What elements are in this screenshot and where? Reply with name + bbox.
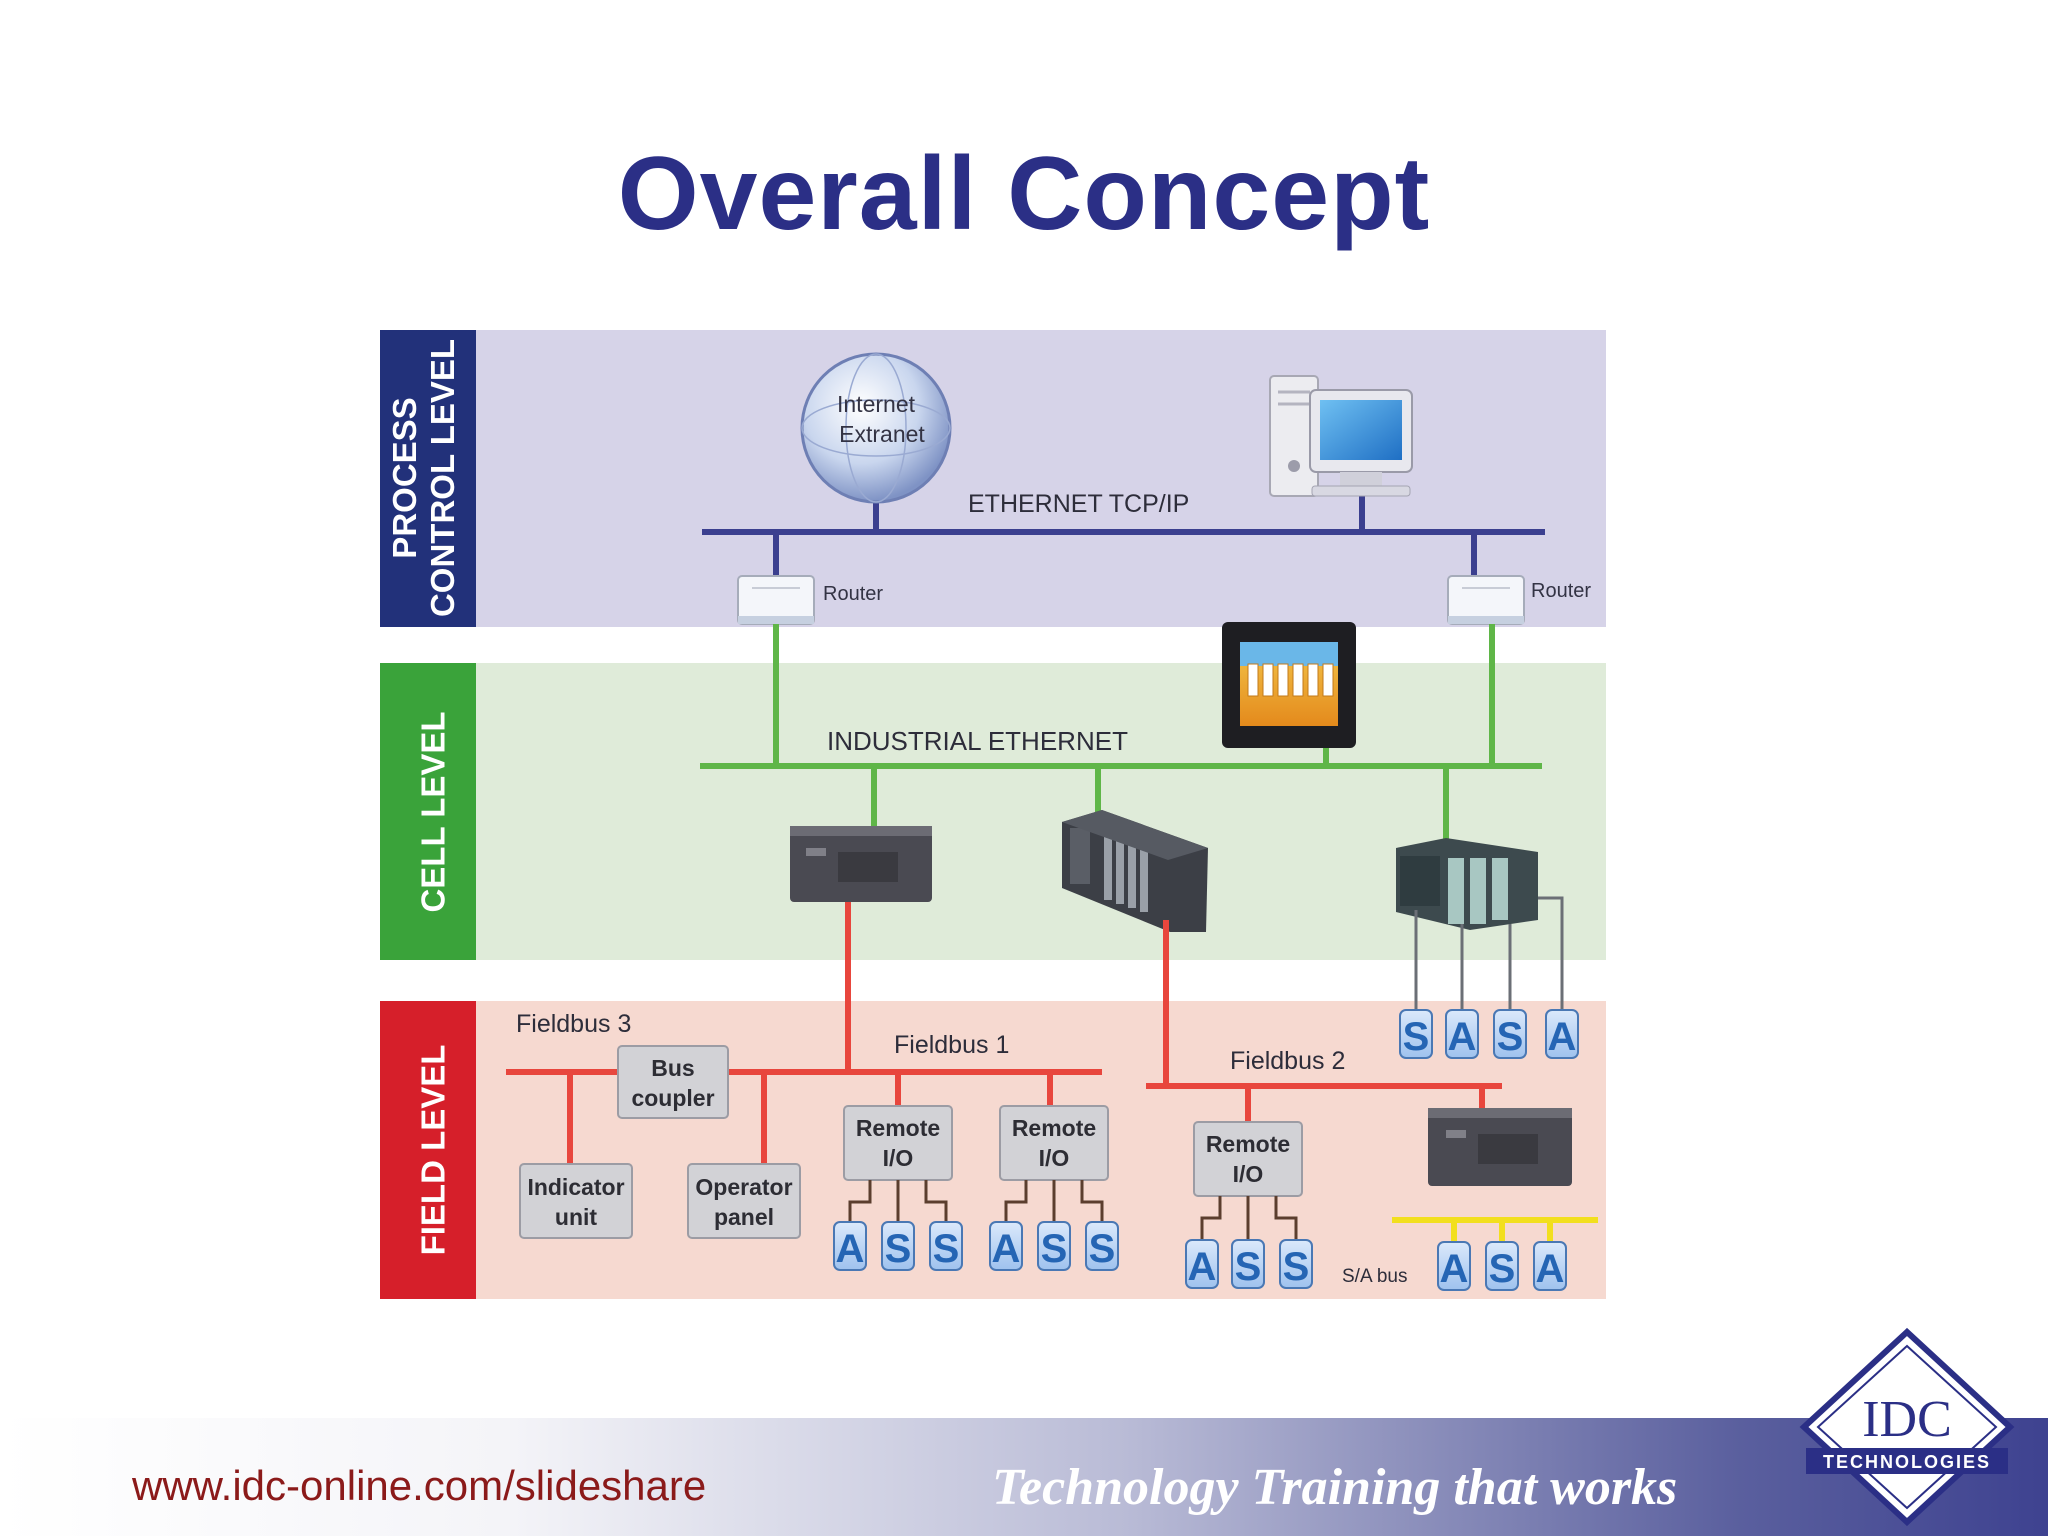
fieldbus-1-label: Fieldbus 1 (894, 1031, 1009, 1059)
actuator-tag: A (1533, 1241, 1567, 1291)
sensor-tag: S (929, 1221, 963, 1271)
svg-text:A: A (1536, 1247, 1565, 1291)
footer-url: www.idc-online.com/slideshare (132, 1462, 707, 1509)
fieldbus-3-label: Fieldbus 3 (516, 1010, 631, 1038)
process-level-label-1: PROCESS (386, 397, 423, 558)
svg-text:S: S (1403, 1015, 1430, 1059)
remote-io-box-1: Remote I/O (843, 1105, 953, 1181)
bus-coupler-box: Bus coupler (617, 1045, 729, 1119)
svg-text:coupler: coupler (631, 1085, 714, 1111)
sensor-tag: S (1085, 1221, 1119, 1271)
router-label-right: Router (1531, 580, 1591, 602)
router-icon (737, 575, 815, 625)
actuator-tag: A (833, 1221, 867, 1271)
plc-icon (790, 826, 932, 902)
svg-text:Operator: Operator (695, 1174, 792, 1200)
computer-icon (1269, 375, 1413, 497)
svg-text:S: S (1089, 1227, 1116, 1271)
svg-text:I/O: I/O (883, 1145, 914, 1171)
field-level-tab (380, 1001, 476, 1299)
remote-io-box-3: Remote I/O (1193, 1121, 1303, 1197)
plc-rack-icon (1062, 810, 1208, 932)
idc-logo-text: IDC (1862, 1391, 1952, 1448)
router-label-left: Router (823, 583, 883, 605)
sensor-tag: S (1485, 1241, 1519, 1291)
actuator-tag: A (1437, 1241, 1471, 1291)
actuator-tag: A (1185, 1239, 1219, 1289)
svg-text:Remote: Remote (1206, 1131, 1290, 1157)
fieldbus-2-label: Fieldbus 2 (1230, 1047, 1345, 1075)
svg-text:panel: panel (714, 1204, 774, 1230)
indicator-unit-box: Indicator unit (519, 1163, 633, 1239)
svg-text:A: A (1548, 1015, 1577, 1059)
svg-text:Indicator: Indicator (527, 1174, 624, 1200)
cell-level-label: CELL LEVEL (415, 711, 452, 912)
plc-modular-icon (1396, 838, 1538, 930)
svg-text:A: A (836, 1227, 865, 1271)
idc-logo-subtitle: TECHNOLOGIES (1823, 1452, 1991, 1472)
svg-text:A: A (1448, 1015, 1477, 1059)
router-icon (1447, 575, 1525, 625)
process-level-label-2: CONTROL LEVEL (424, 339, 461, 617)
svg-text:A: A (1188, 1245, 1217, 1289)
actuator-tag: A (1445, 1009, 1479, 1059)
idc-logo: IDC TECHNOLOGIES (1799, 1327, 2015, 1527)
svg-text:S: S (885, 1227, 912, 1271)
svg-text:A: A (992, 1227, 1021, 1271)
slide-title: Overall Concept (617, 136, 1431, 252)
svg-text:Remote: Remote (856, 1115, 940, 1141)
footer-tagline: Technology Training that works (992, 1459, 1678, 1516)
svg-text:Remote: Remote (1012, 1115, 1096, 1141)
ethernet-label: ETHERNET TCP/IP (968, 490, 1189, 518)
svg-text:I/O: I/O (1233, 1161, 1264, 1187)
sensor-tag: S (1399, 1009, 1433, 1059)
svg-text:S: S (1283, 1245, 1310, 1289)
actuator-tag: A (989, 1221, 1023, 1271)
process-band (380, 330, 1606, 627)
sensor-tag: S (1279, 1239, 1313, 1289)
sensor-tag: S (881, 1221, 915, 1271)
footer-bar (0, 1418, 2048, 1536)
svg-text:S: S (933, 1227, 960, 1271)
svg-text:S: S (1041, 1227, 1068, 1271)
svg-text:unit: unit (555, 1204, 597, 1230)
svg-text:S: S (1497, 1015, 1524, 1059)
svg-text:S: S (1235, 1245, 1262, 1289)
actuator-tag: A (1545, 1009, 1579, 1059)
field-level-label: FIELD LEVEL (415, 1045, 452, 1256)
cell-level-tab (380, 663, 476, 960)
sensor-tag: S (1493, 1009, 1527, 1059)
sensor-tag: S (1231, 1239, 1265, 1289)
industrial-ethernet-label: INDUSTRIAL ETHERNET (827, 726, 1128, 756)
process-level-tab (380, 330, 476, 627)
operator-panel-box: Operator panel (687, 1163, 801, 1239)
svg-text:A: A (1440, 1247, 1469, 1291)
field-plc-icon (1428, 1108, 1572, 1186)
globe-icon: Internet Extranet (800, 352, 952, 504)
svg-text:S: S (1489, 1247, 1516, 1291)
globe-label-1: Internet (837, 391, 916, 417)
remote-io-box-2: Remote I/O (999, 1105, 1109, 1181)
svg-text:I/O: I/O (1039, 1145, 1070, 1171)
sensor-tag: S (1037, 1221, 1071, 1271)
svg-text:Bus: Bus (651, 1055, 694, 1081)
hmi-panel-icon (1222, 622, 1356, 748)
sa-bus-label: S/A bus (1342, 1266, 1408, 1287)
globe-label-2: Extranet (839, 421, 925, 447)
